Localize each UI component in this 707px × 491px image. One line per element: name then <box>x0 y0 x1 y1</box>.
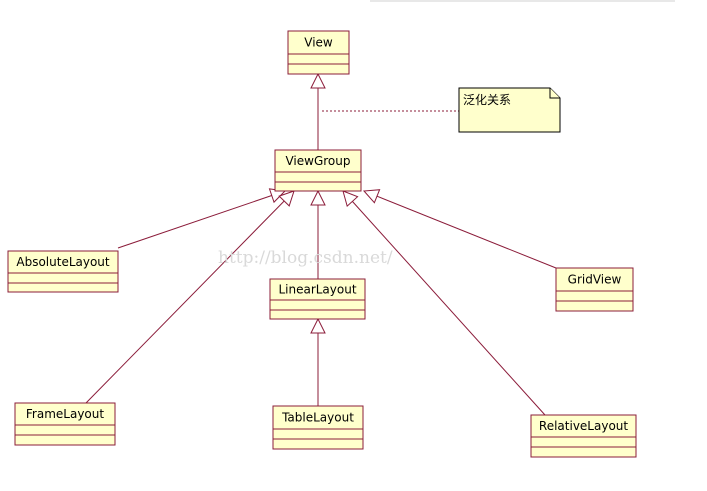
class-linearlayout[interactable]: LinearLayout <box>269 278 366 320</box>
edge-gridview-to-viewgroup <box>376 195 557 269</box>
class-box <box>287 30 350 75</box>
edges <box>85 72 557 416</box>
edge-relativelayout-to-viewgroup <box>352 201 546 416</box>
class-name: ViewGroup <box>285 154 350 168</box>
class-box <box>272 405 364 450</box>
generalization-arrow-gridview <box>362 189 381 204</box>
class-viewgroup[interactable]: ViewGroup <box>274 149 362 192</box>
class-box <box>555 267 634 312</box>
class-name: View <box>304 36 333 50</box>
generalization-arrow-relativelayout <box>342 190 359 207</box>
generalization-arrow-framelayout <box>278 190 295 207</box>
edge-absolutelayout-to-viewgroup <box>117 195 272 249</box>
class-name: RelativeLayout <box>539 419 628 433</box>
generalization-arrow-linearlayout <box>310 189 326 206</box>
class-gridview[interactable]: GridView <box>555 267 634 312</box>
class-box <box>269 278 366 320</box>
class-relativelayout[interactable]: RelativeLayout <box>530 414 637 458</box>
class-name: LinearLayout <box>278 283 356 297</box>
class-name: GridView <box>568 273 622 287</box>
class-name: AbsoluteLayout <box>16 255 110 269</box>
class-name: FrameLayout <box>26 407 104 421</box>
class-box <box>7 250 119 293</box>
class-box <box>530 414 637 458</box>
class-tablelayout[interactable]: TableLayout <box>272 405 364 450</box>
note-fold-corner <box>549 88 560 99</box>
note-text: 泛化关系 <box>463 93 511 107</box>
note-box[interactable] <box>458 87 561 133</box>
generalization-arrow-viewgroup <box>310 72 326 89</box>
edge-framelayout-to-viewgroup <box>85 200 285 404</box>
class-box <box>274 149 362 192</box>
class-view[interactable]: View <box>287 30 350 75</box>
generalization-arrow-tablelayout <box>310 317 326 334</box>
class-box <box>14 402 116 446</box>
class-name: TableLayout <box>281 411 354 425</box>
note: 泛化关系 <box>458 87 561 133</box>
top-bar <box>370 0 675 2</box>
class-framelayout[interactable]: FrameLayout <box>14 402 116 446</box>
watermark: http://blog.csdn.net/ <box>218 248 393 268</box>
class-absolutelayout[interactable]: AbsoluteLayout <box>7 250 119 293</box>
